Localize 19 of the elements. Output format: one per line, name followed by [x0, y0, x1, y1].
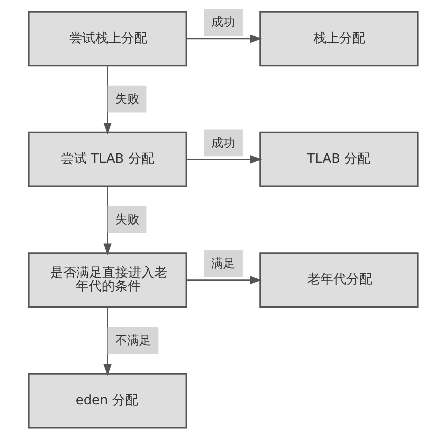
edge-label: 成功 [212, 136, 236, 150]
edge-label: 成功 [212, 15, 236, 30]
arrow [104, 66, 112, 135]
arrow [186, 34, 262, 44]
node-box: 尝试 TLAB 分配 [28, 132, 188, 188]
node-box: 老年代分配 [260, 252, 419, 308]
edge-label: 失败 [115, 92, 140, 106]
node-box: eden 分配 [28, 373, 188, 429]
arrow [186, 156, 262, 164]
node-box: 栈上分配 [260, 11, 419, 67]
edge-label: 失败 [115, 212, 140, 227]
edge-label: 满足 [212, 256, 236, 270]
node-box: 是否满足直接进入老年代的条件 [28, 252, 188, 308]
arrow [104, 186, 112, 256]
node-box: 尝试栈上分配 [28, 11, 188, 67]
edge-label: 不满足 [115, 333, 152, 348]
arrow [104, 307, 112, 376]
node-box: TLAB 分配 [260, 132, 419, 188]
arrow [186, 276, 262, 284]
